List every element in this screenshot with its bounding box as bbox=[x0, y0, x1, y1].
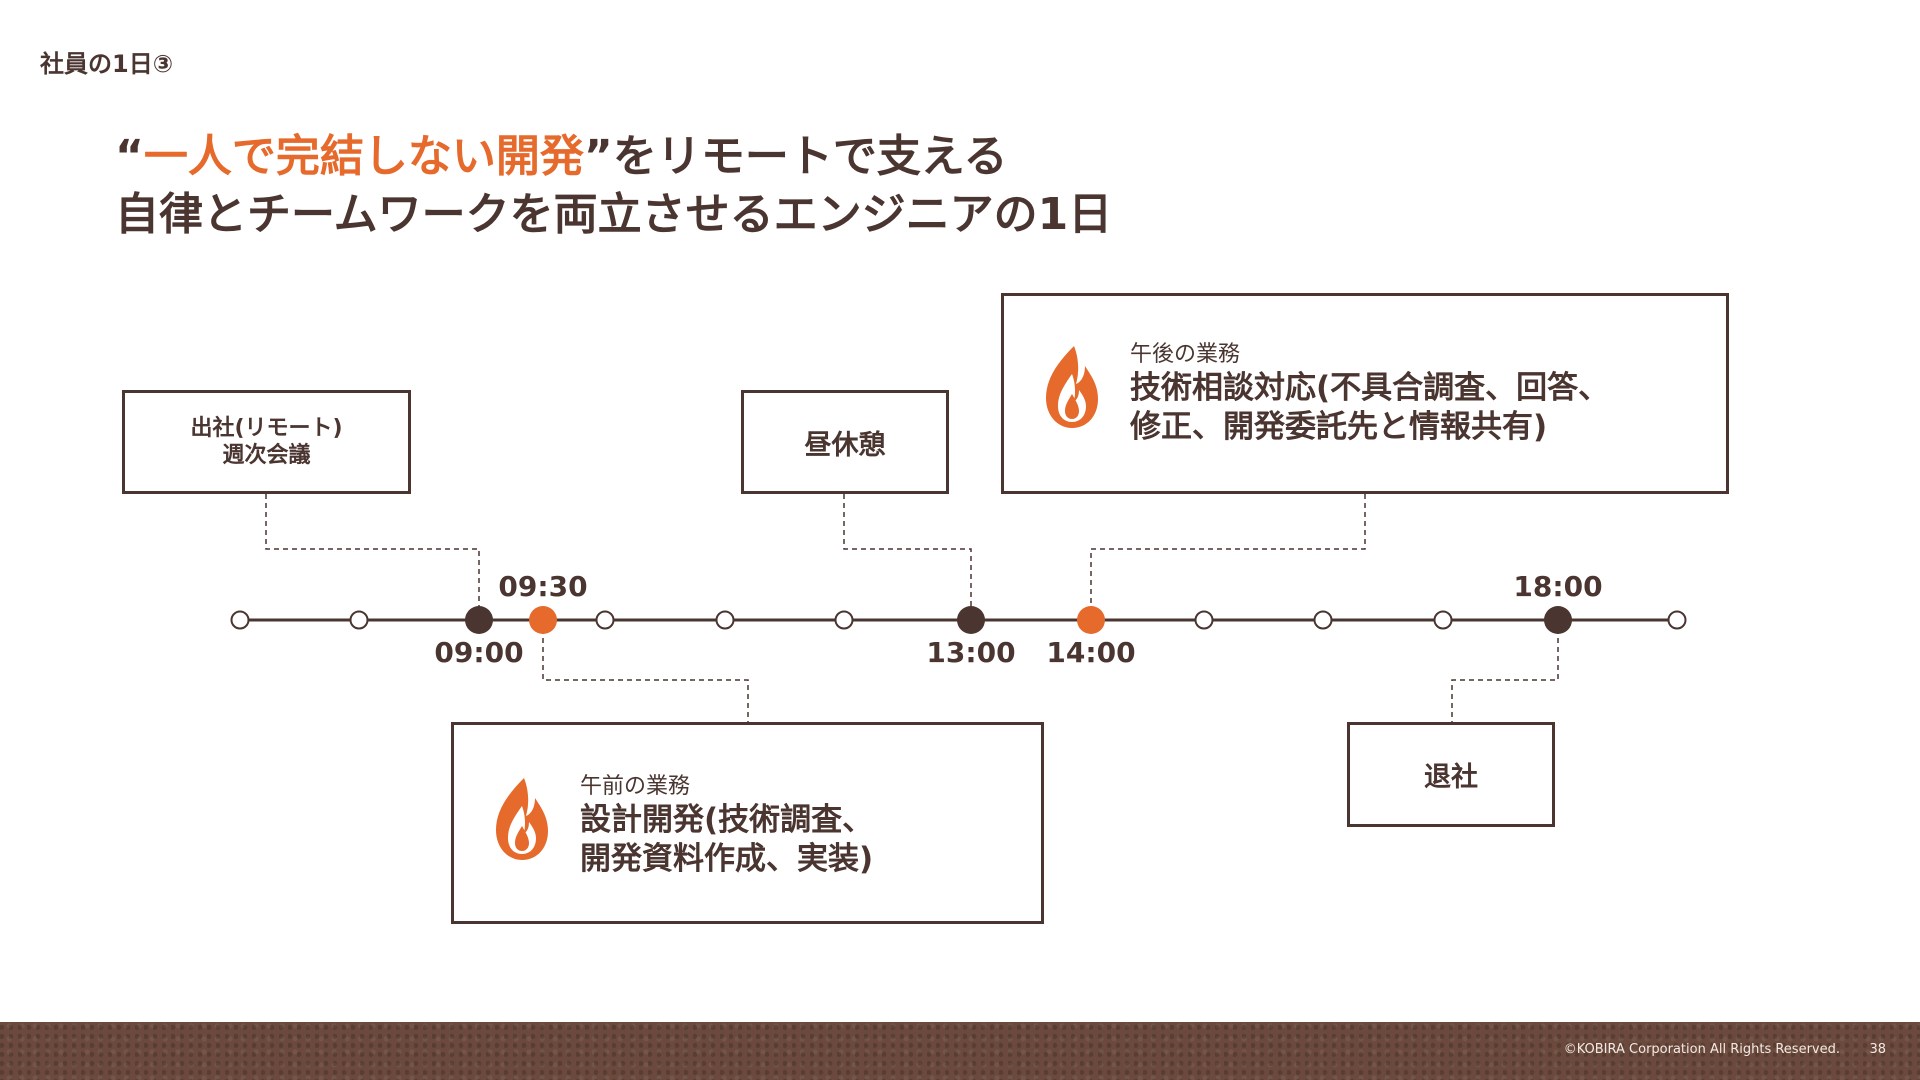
connector-arrival bbox=[265, 494, 480, 620]
event-leave-box: 退社 bbox=[1347, 722, 1555, 827]
title-rest: ”をリモートで支える bbox=[583, 131, 1008, 182]
time-label-0900: 09:00 bbox=[434, 636, 524, 669]
section-label: 社員の1日③ bbox=[40, 50, 174, 78]
node-0900 bbox=[465, 606, 493, 634]
connector-lunch bbox=[843, 494, 972, 620]
event-arrival-box: 出社(リモート) 週次会議 bbox=[122, 390, 411, 494]
title-accent: 一人で完結しない開発 bbox=[143, 131, 584, 182]
node-0930 bbox=[529, 606, 557, 634]
morning-desc-line2: 開発資料作成、実装) bbox=[580, 841, 874, 877]
footer-bar bbox=[0, 1022, 1920, 1080]
node-1400 bbox=[1077, 606, 1105, 634]
node-1600 bbox=[1313, 610, 1333, 630]
copyright-text: ©KOBIRA Corporation All Rights Reserved. bbox=[1563, 1042, 1840, 1057]
node-1300 bbox=[957, 606, 985, 634]
morning-desc-line1: 設計開発(技術調査、 bbox=[580, 802, 874, 838]
morning-label: 午前の業務 bbox=[580, 774, 691, 799]
page-number: 38 bbox=[1869, 1042, 1886, 1057]
node-1200 bbox=[834, 610, 854, 630]
connector-afternoon bbox=[1090, 494, 1366, 620]
event-arrival-line2: 週次会議 bbox=[222, 443, 311, 468]
title-line-1: “一人で完結しない開発”をリモートで支える bbox=[115, 128, 1112, 186]
time-label-0930: 09:30 bbox=[498, 570, 588, 603]
node-0800 bbox=[349, 610, 369, 630]
node-1000 bbox=[595, 610, 615, 630]
time-label-1300: 13:00 bbox=[926, 636, 1016, 669]
connector-morning bbox=[542, 620, 749, 725]
node-1100 bbox=[715, 610, 735, 630]
event-lunch-label: 昼休憩 bbox=[804, 429, 886, 461]
flame-icon bbox=[1046, 346, 1098, 428]
node-1500 bbox=[1194, 610, 1214, 630]
node-1800 bbox=[1544, 606, 1572, 634]
title-open-quote: “ bbox=[115, 131, 144, 182]
event-lunch-box: 昼休憩 bbox=[741, 390, 949, 494]
event-morning-box: 午前の業務 設計開発(技術調査、 開発資料作成、実装) bbox=[451, 722, 1044, 924]
flame-icon bbox=[496, 778, 548, 860]
timeline-nodes bbox=[230, 606, 1687, 634]
time-label-1800: 18:00 bbox=[1513, 570, 1603, 603]
afternoon-desc-line2: 修正、開発委託先と情報共有) bbox=[1130, 409, 1548, 445]
event-leave-label: 退社 bbox=[1424, 762, 1478, 793]
morning-text: 午前の業務 設計開発(技術調査、 開発資料作成、実装) bbox=[580, 773, 873, 879]
connector-leave bbox=[1451, 620, 1559, 725]
event-afternoon-box: 午後の業務 技術相談対応(不具合調査、回答、 修正、開発委託先と情報共有) bbox=[1001, 293, 1729, 494]
title-line-2: 自律とチームワークを両立させるエンジニアの1日 bbox=[115, 189, 1113, 240]
afternoon-desc-line1: 技術相談対応(不具合調査、回答、 bbox=[1130, 370, 1610, 406]
afternoon-label: 午後の業務 bbox=[1130, 342, 1241, 367]
time-label-1400: 14:00 bbox=[1046, 636, 1136, 669]
node-0700 bbox=[230, 610, 250, 630]
event-arrival-line1: 出社(リモート) bbox=[190, 416, 343, 441]
page-title: “一人で完結しない開発”をリモートで支える 自律とチームワークを両立させるエンジ… bbox=[115, 128, 1112, 244]
node-1900 bbox=[1667, 610, 1687, 630]
afternoon-text: 午後の業務 技術相談対応(不具合調査、回答、 修正、開発委託先と情報共有) bbox=[1130, 341, 1609, 447]
node-1700 bbox=[1433, 610, 1453, 630]
